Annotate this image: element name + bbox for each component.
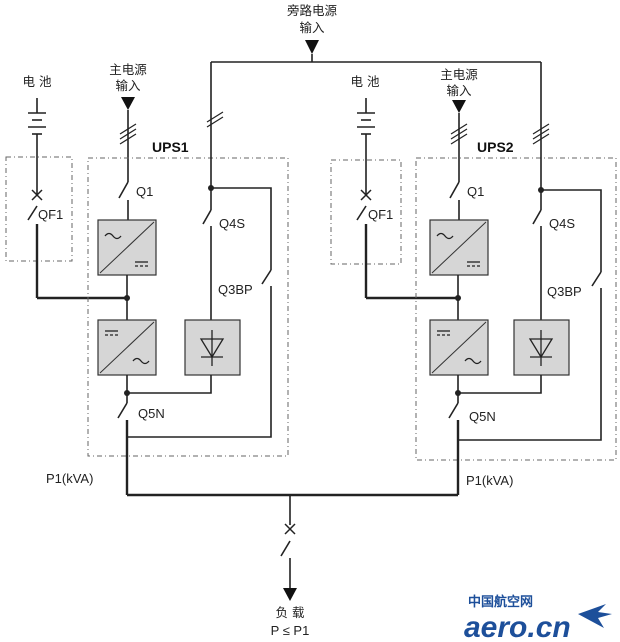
airplane-icon — [578, 604, 612, 628]
switch-q1-left: Q1 — [118, 181, 153, 220]
breaker-qf1-left: QF1 — [27, 189, 127, 300]
watermark-en-text: aero.cn — [464, 611, 571, 642]
main-input-left-arrow-icon — [121, 97, 135, 110]
switch-q5n-right-label: Q5N — [469, 409, 496, 424]
static-switch-right — [513, 319, 570, 376]
static-switch-left — [184, 319, 241, 376]
inverter-right — [429, 319, 489, 376]
ups1-label: UPS1 — [152, 139, 189, 155]
ups2-label: UPS2 — [477, 139, 514, 155]
load-arrow-icon — [283, 588, 297, 601]
battery-breaker-enclosure-left — [5, 156, 73, 262]
bypass-input-label-line2: 输入 — [299, 20, 325, 35]
breaker-qf1-right-label: QF1 — [368, 207, 393, 222]
switch-q3bp-left: Q3BP — [127, 187, 272, 438]
switch-q5n-right: Q5N — [448, 393, 496, 495]
inverter-left — [97, 319, 157, 376]
bypass-input: 旁路电源 输入 — [287, 3, 338, 62]
p1-left-label: P1(kVA) — [46, 471, 93, 486]
switch-q1-right: Q1 — [449, 181, 484, 220]
switch-q1-left-label: Q1 — [136, 184, 153, 199]
main-input-left-label-line1: 主电源 — [109, 62, 147, 77]
switch-q4s-right: Q4S — [532, 209, 575, 320]
bypass-input-label-line1: 旁路电源 — [287, 3, 338, 18]
breaker-qf1-left-label: QF1 — [38, 207, 63, 222]
switch-q5n-left: Q5N — [117, 393, 165, 495]
main-input-right: 主电源 输入 — [440, 67, 478, 182]
switch-q4s-left: Q4S — [202, 209, 245, 320]
ups2-enclosure — [415, 157, 617, 461]
main-input-left: 主电源 输入 — [109, 62, 147, 182]
switch-q3bp-left-label: Q3BP — [218, 282, 253, 297]
output-breaker — [280, 495, 297, 601]
switch-q5n-left-label: Q5N — [138, 406, 165, 421]
switch-q4s-left-label: Q4S — [219, 216, 245, 231]
p1-right-label: P1(kVA) — [466, 473, 513, 488]
main-input-right-label-line1: 主电源 — [440, 67, 478, 82]
rectifier-left — [97, 219, 157, 276]
watermark-logo: 中国航空网 aero.cn — [464, 594, 612, 642]
main-input-right-label-line2: 输入 — [446, 83, 472, 98]
load-label-line1: 负 载 — [276, 605, 305, 620]
bypass-input-arrow-icon — [305, 40, 319, 54]
load-label-line2: P ≤ P1 — [271, 623, 310, 638]
switch-q3bp-right: Q3BP — [458, 189, 602, 441]
switch-q3bp-right-label: Q3BP — [547, 284, 582, 299]
main-input-left-label-line2: 输入 — [115, 78, 141, 93]
battery-right-label: 电 池 — [351, 74, 380, 89]
switch-q1-right-label: Q1 — [467, 184, 484, 199]
battery-left: 电 池 — [23, 74, 52, 195]
battery-left-label: 电 池 — [23, 74, 52, 89]
battery-right: 电 池 — [351, 74, 380, 195]
main-input-right-arrow-icon — [452, 100, 466, 113]
rectifier-right — [429, 219, 489, 276]
switch-q4s-right-label: Q4S — [549, 216, 575, 231]
watermark-cn-text: 中国航空网 — [468, 594, 533, 610]
ups1-enclosure — [87, 157, 289, 457]
breaker-qf1-right: QF1 — [356, 189, 458, 300]
